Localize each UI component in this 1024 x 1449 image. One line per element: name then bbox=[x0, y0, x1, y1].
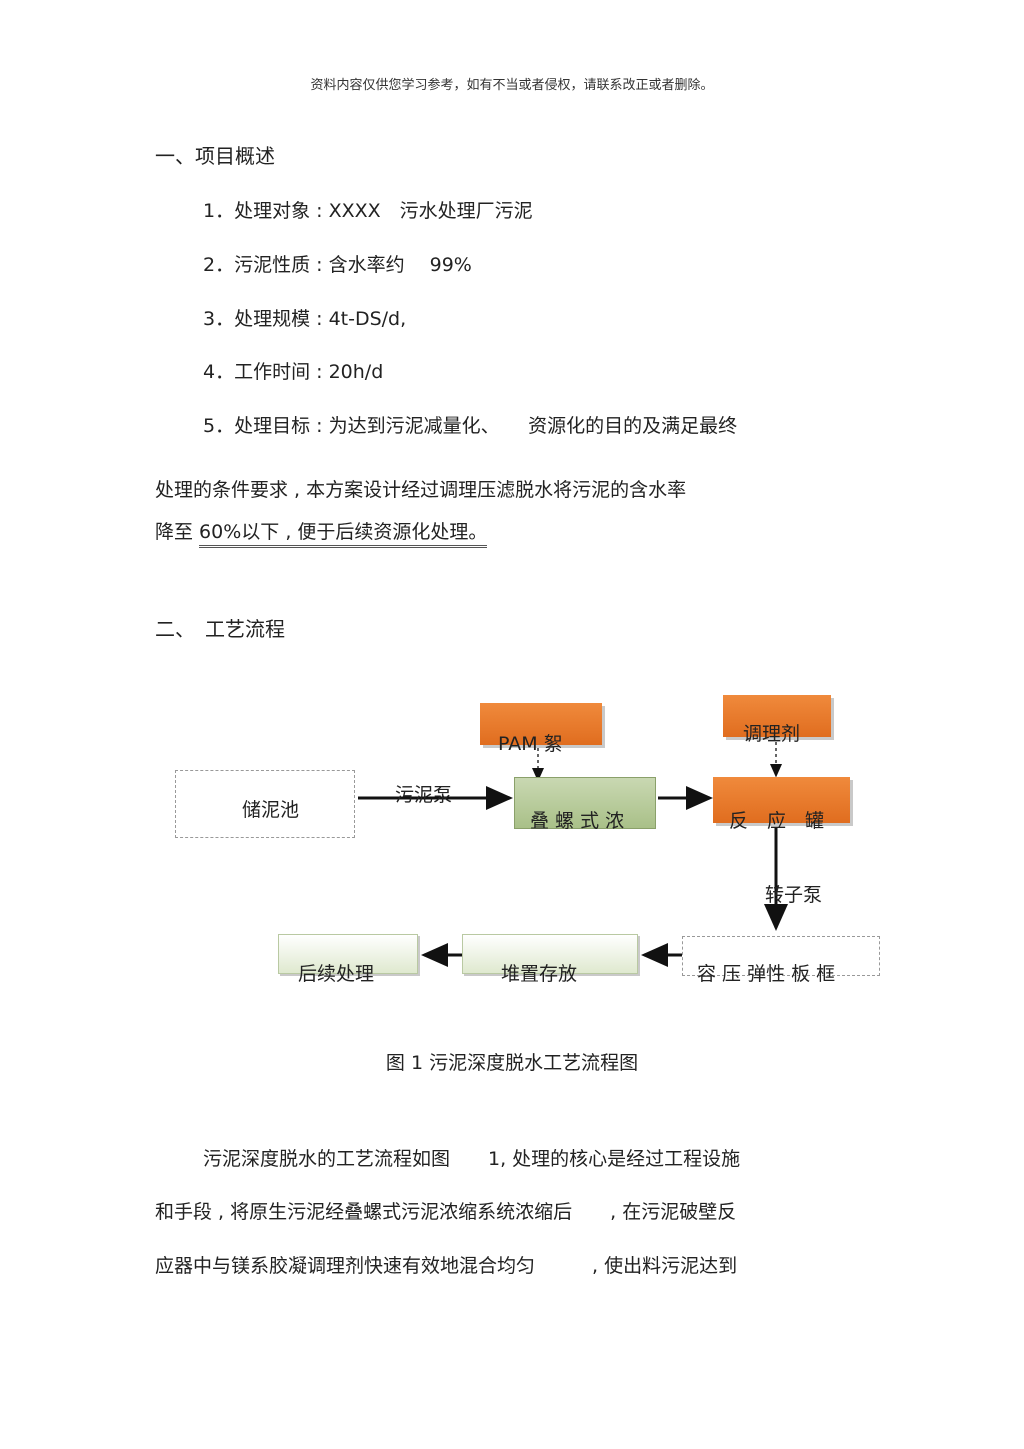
stacking-label: 堆置存放 bbox=[501, 963, 578, 985]
paragraph-line-2: 降至 60%以下 , 便于后续资源化处理。 bbox=[155, 517, 488, 548]
stacking-box: 堆置存放 bbox=[462, 934, 638, 985]
underlined-text: 60%以下 , 便于后续资源化处理。 bbox=[199, 521, 488, 548]
conditioner-label: 调理剂 bbox=[743, 723, 801, 745]
body-line-2: 和手段 , 将原生污泥经叠螺式污泥浓缩系统浓缩后 , 在污泥破壁反 bbox=[155, 1201, 737, 1223]
filter-press-label: 容 压 弹性 板 框 bbox=[697, 963, 836, 985]
followup-box: 后续处理 bbox=[278, 934, 418, 985]
body-line-1: 污泥深度脱水的工艺流程如图 1, 处理的核心是经过工程设施 bbox=[203, 1148, 741, 1170]
pam-box: PAM 絮 bbox=[480, 703, 602, 755]
pam-label: PAM 絮 bbox=[498, 733, 563, 755]
list-item-property: 2．污泥性质 : 含水率约 99% bbox=[203, 254, 472, 276]
body-line-3: 应器中与镁系胶凝调理剂快速有效地混合均匀 , 使出料污泥达到 bbox=[155, 1255, 738, 1277]
storage-tank-box: 储泥池 bbox=[175, 770, 355, 838]
page-header-notice: 资料内容仅供您学习参考，如有不当或者侵权，请联系改正或者删除。 bbox=[310, 78, 714, 93]
thickener-label: 叠 螺 式 浓 bbox=[530, 810, 625, 832]
list-item-worktime: 4．工作时间 : 20h/d bbox=[203, 361, 384, 383]
figure-caption: 图 1 污泥深度脱水工艺流程图 bbox=[385, 1052, 639, 1074]
section-2-title: 二、 工艺流程 bbox=[155, 617, 285, 641]
thickener-box: 叠 螺 式 浓 bbox=[514, 777, 656, 832]
rotor-pump-label: 转子泵 bbox=[765, 884, 823, 906]
filter-press-box: 容 压 弹性 板 框 bbox=[682, 936, 880, 985]
followup-label: 后续处理 bbox=[298, 963, 375, 985]
section-1-title: 一、项目概述 bbox=[155, 144, 275, 168]
paragraph-line-1: 处理的条件要求 , 本方案设计经过调理压滤脱水将污泥的含水率 bbox=[155, 479, 687, 501]
list-item-scale: 3．处理规模 : 4t-DS/d, bbox=[203, 308, 407, 330]
paragraph-line-2-prefix: 降至 bbox=[155, 521, 200, 543]
sludge-pump-label: 污泥泵 bbox=[395, 784, 453, 806]
list-item-object: 1．处理对象 : XXXX 污水处理厂污泥 bbox=[203, 200, 533, 222]
reactor-label: 反 应 罐 bbox=[729, 810, 825, 832]
reactor-box: 反 应 罐 bbox=[713, 777, 850, 832]
list-item-goal: 5．处理目标 : 为达到污泥减量化、 资源化的目的及满足最终 bbox=[203, 415, 738, 437]
conditioner-box: 调理剂 bbox=[723, 695, 831, 745]
storage-tank-label: 储泥池 bbox=[242, 799, 300, 821]
